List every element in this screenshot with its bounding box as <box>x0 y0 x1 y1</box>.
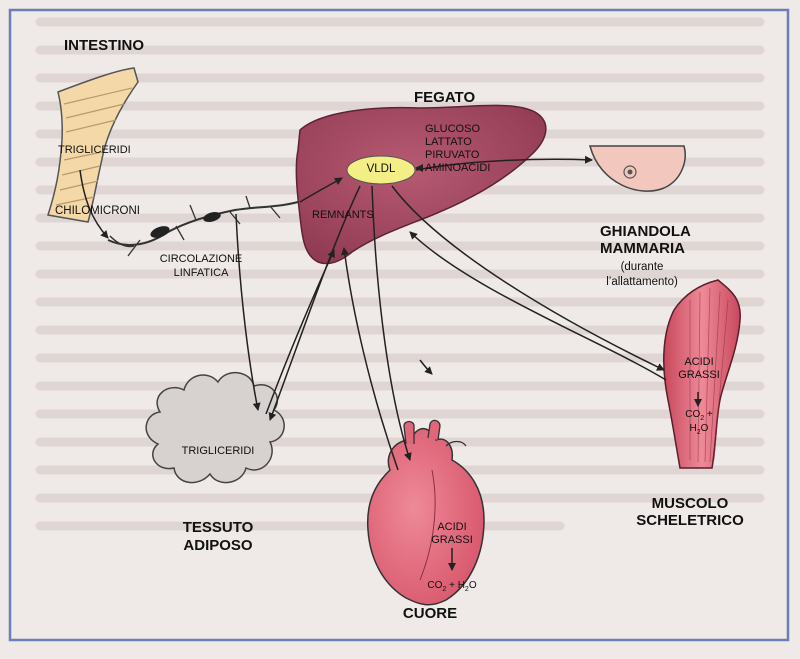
label-chilomicroni: CHILOMICRONI <box>55 205 140 217</box>
label-muscolo: MUSCOLO <box>651 495 729 512</box>
flow-arrows <box>79 155 702 571</box>
label-linfatica: LINFATICA <box>173 267 229 279</box>
frame-border <box>8 8 790 642</box>
adipose-cloud <box>145 372 285 484</box>
label-lattato: LATTATO <box>425 136 472 148</box>
label-h2o-muscolo: H2O <box>689 423 709 437</box>
label-cuore: CUORE <box>402 605 458 622</box>
label-grassi-cuore: GRASSI <box>431 534 473 546</box>
label-scheletrico: SCHELETRICO <box>636 512 744 529</box>
muscle-fibers <box>689 287 729 463</box>
liver-shape <box>295 104 547 265</box>
label-ghiandola: GHIANDOLA <box>600 223 691 240</box>
label-allattamento: l’allattamento) <box>606 276 678 288</box>
lymphatic-vessel <box>107 195 306 257</box>
label-aminoacidi: AMINOACIDI <box>425 162 491 174</box>
label-mammaria: MAMMARIA <box>600 240 685 257</box>
breast-shape <box>589 145 686 192</box>
label-co2-h2o-cuore: CO2 + H2O <box>427 580 477 594</box>
heart-shape <box>366 419 485 606</box>
intestine-shape <box>47 67 139 223</box>
label-acidi-cuore: ACIDI <box>437 521 467 533</box>
label-piruvato: PIRUVATO <box>425 149 480 161</box>
label-fegato: FEGATO <box>414 89 476 106</box>
label-trigliceridi-intestino: TRIGLICERIDI <box>58 144 131 156</box>
label-grassi-muscolo: GRASSI <box>678 369 720 381</box>
label-adiposo: ADIPOSO <box>183 537 253 554</box>
label-circolazione: CIRCOLAZIONE <box>159 253 243 265</box>
label-remnants: REMNANTS <box>312 209 374 221</box>
label-intestino: INTESTINO <box>64 37 145 54</box>
label-durante: (durante <box>620 261 664 273</box>
label-tessuto: TESSUTO <box>182 519 254 536</box>
label-glucoso: GLUCOSO <box>425 123 481 135</box>
label-vldl: VLDL <box>366 163 396 175</box>
label-acidi-muscolo: ACIDI <box>684 356 714 368</box>
label-co2-muscolo: CO2 + <box>685 409 713 423</box>
muscle-shape <box>663 279 741 469</box>
label-trigliceridi-adiposo: TRIGLICERIDI <box>181 445 255 457</box>
